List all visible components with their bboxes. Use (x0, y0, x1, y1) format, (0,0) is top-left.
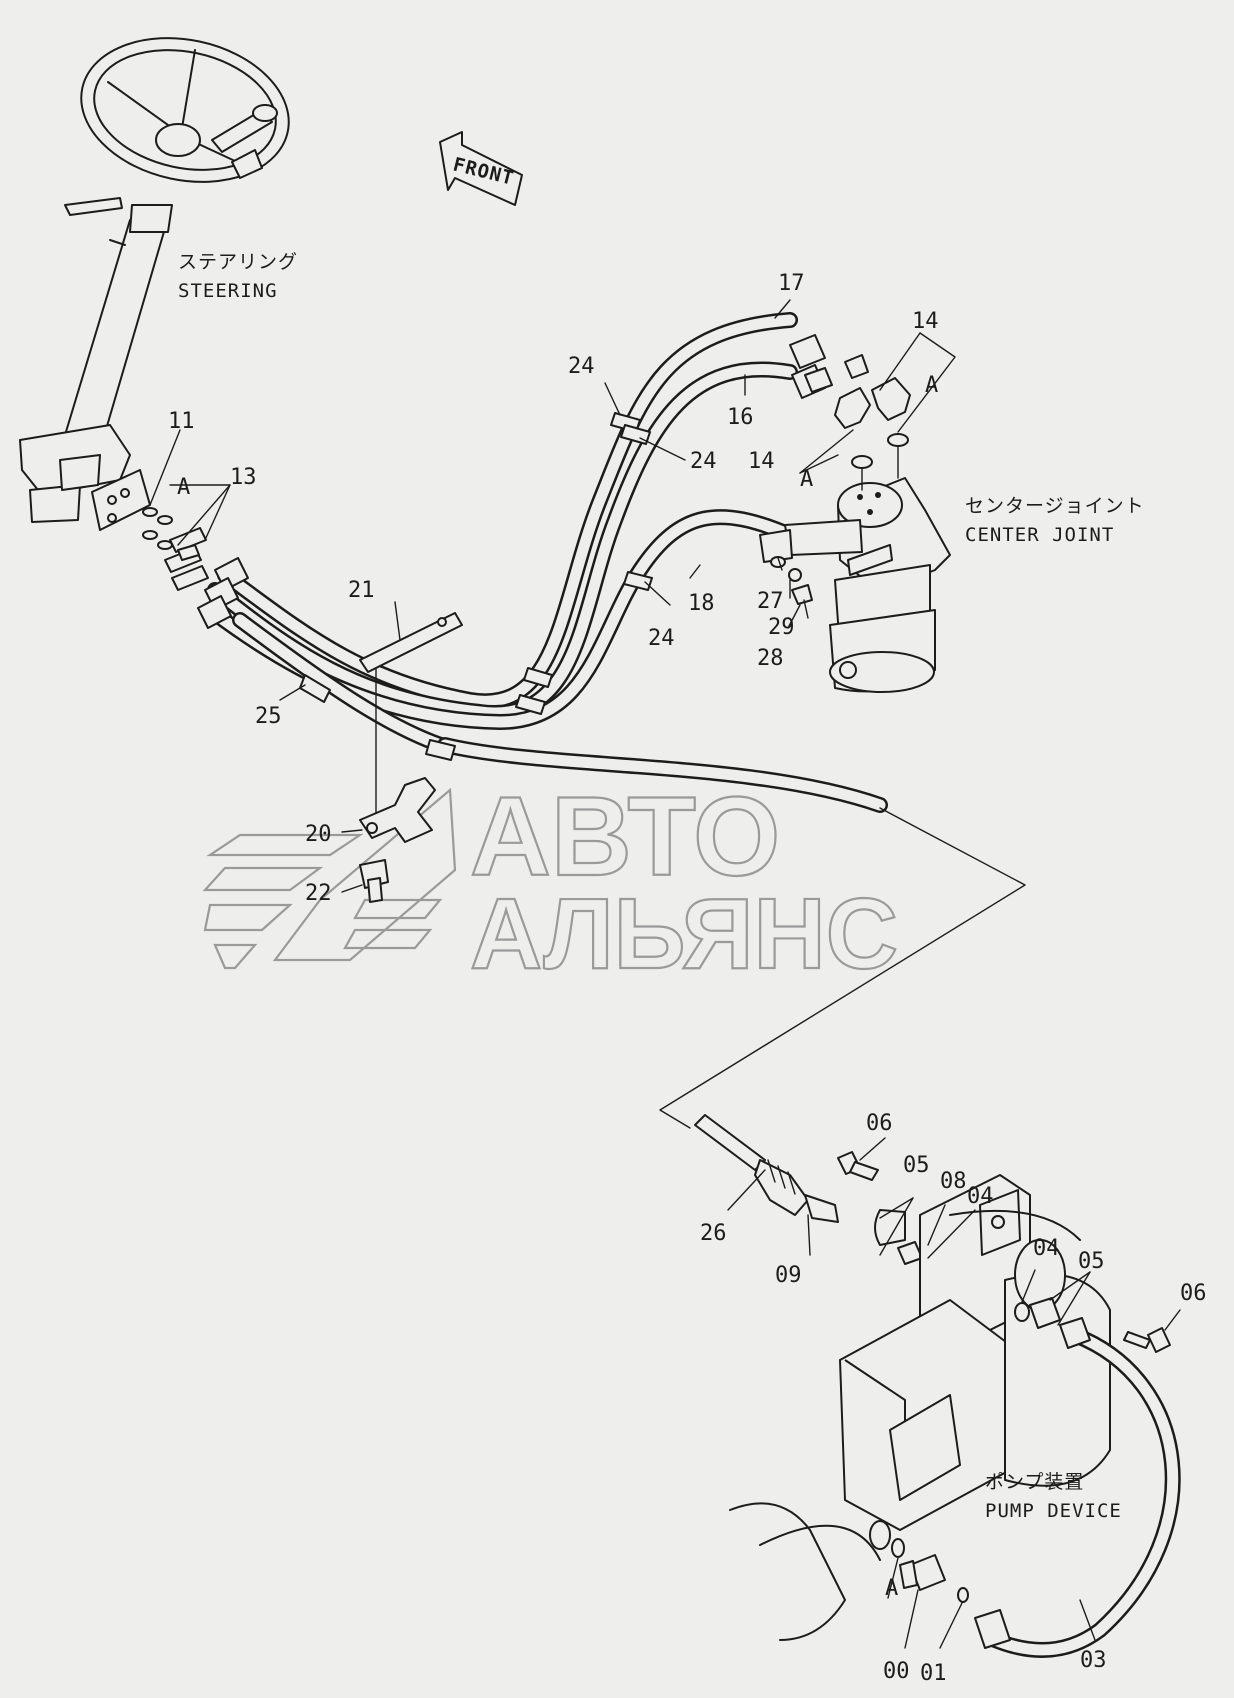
callout-24: 24 (648, 626, 675, 651)
watermark: АВТО АЛЬЯНС (202, 773, 899, 991)
steering-assembly (19, 37, 290, 531)
callout-06: 06 (1180, 1281, 1207, 1306)
part-13-fittings (142, 507, 209, 591)
callout-24: 24 (568, 354, 595, 379)
callout-11: 11 (168, 409, 195, 434)
callout-04: 04 (967, 1184, 994, 1209)
pump-label-en: PUMP DEVICE (985, 1500, 1122, 1522)
clamp-20 (359, 667, 436, 903)
callout-05: 05 (1078, 1249, 1105, 1274)
hose-bundle (197, 312, 888, 813)
center-joint-label-en: CENTER JOINT (965, 524, 1114, 546)
center-joint (759, 334, 951, 693)
callout-05: 05 (903, 1153, 930, 1178)
connector-a-label: A (800, 467, 813, 492)
front-arrow-icon: FRONT (439, 131, 523, 206)
watermark-line1: АВТО (470, 774, 780, 899)
center-joint-label-jp: センタージョイント (965, 495, 1145, 517)
steering-label-jp: ステアリング (178, 251, 298, 273)
callout-14: 14 (912, 309, 939, 334)
callout-14: 14 (748, 449, 775, 474)
callout-17: 17 (778, 271, 805, 296)
pump-device (694, 1114, 1181, 1658)
callout-26: 26 (700, 1221, 727, 1246)
callout-24: 24 (690, 449, 717, 474)
text-labels: ステアリング STEERING センタージョイント CENTER JOINT ポ… (168, 251, 1207, 1686)
callout-28: 28 (757, 646, 784, 671)
callout-09: 09 (775, 1263, 802, 1288)
steering-column (61, 217, 169, 451)
steering-label-en: STEERING (178, 280, 278, 302)
callout-13: 13 (230, 465, 257, 490)
callout-18: 18 (688, 591, 715, 616)
callout-03: 03 (1080, 1648, 1107, 1673)
callout-06: 06 (866, 1111, 893, 1136)
watermark-line2: АЛЬЯНС (470, 878, 898, 990)
callout-22: 22 (305, 881, 332, 906)
callout-27: 27 (757, 589, 784, 614)
connector-a-label: A (885, 1576, 898, 1601)
callout-29: 29 (768, 615, 795, 640)
hose-connector-line (659, 807, 1026, 1129)
bracket-21 (359, 612, 463, 673)
connector-a-label: A (925, 373, 938, 398)
connector-a-label: A (177, 475, 190, 500)
callout-25: 25 (255, 704, 282, 729)
callout-16: 16 (727, 405, 754, 430)
callout-20: 20 (305, 822, 332, 847)
callout-08: 08 (940, 1169, 967, 1194)
watermark-logo-icon (202, 787, 457, 970)
callout-01: 01 (920, 1661, 947, 1686)
pump-label-jp: ポンプ装置 (985, 1471, 1084, 1493)
callout-21: 21 (348, 578, 375, 603)
callout-04: 04 (1033, 1236, 1060, 1261)
callout-00: 00 (883, 1659, 910, 1684)
leader-lines (149, 299, 1181, 1649)
